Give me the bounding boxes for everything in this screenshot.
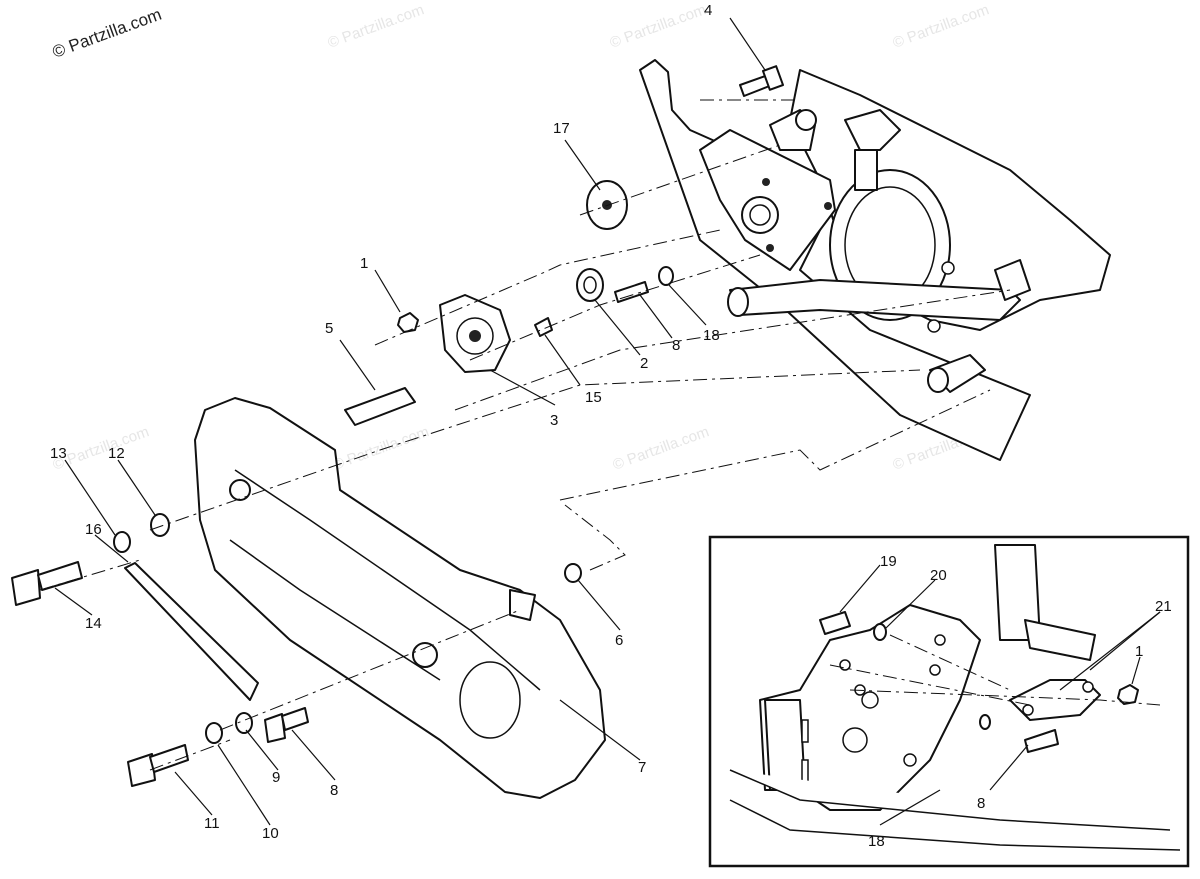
part-8-bolt — [614, 281, 649, 303]
watermark: © Partzilla.com — [891, 1, 992, 52]
corner-watermark: © Partzilla.com — [50, 5, 164, 62]
callout-1: 1 — [360, 255, 368, 272]
inset-detail: 19 20 21 1 8 18 — [708, 535, 1190, 868]
callout-8-upper: 8 — [672, 337, 680, 354]
part-5-pin — [344, 387, 416, 426]
part-10-washer — [205, 722, 223, 744]
part-6-clip — [564, 563, 582, 583]
watermark: © Partzilla.com — [326, 1, 427, 52]
engine-housing — [639, 59, 1111, 461]
part-18-washer — [658, 266, 674, 286]
inset-part-8-bolt — [1024, 729, 1059, 753]
part-14-bolt — [11, 569, 41, 606]
part-1-nut — [397, 312, 419, 333]
watermark: © Partzilla.com — [608, 1, 709, 52]
leader-lines — [39, 17, 1011, 826]
inset-callout-19: 19 — [880, 553, 897, 570]
callout-9: 9 — [272, 769, 280, 786]
hardware-parts — [11, 65, 784, 787]
watermark: © Partzilla.com — [331, 423, 432, 474]
part-12-washer — [150, 513, 170, 537]
inset-callout-1: 1 — [1135, 643, 1143, 660]
callout-2: 2 — [640, 355, 648, 372]
inset-part-20-washer — [873, 623, 887, 641]
callout-8-lower: 8 — [330, 782, 338, 799]
inset-callout-18: 18 — [868, 833, 885, 850]
callout-6: 6 — [615, 632, 623, 649]
callout-3: 3 — [550, 412, 558, 429]
callout-15: 15 — [585, 389, 602, 406]
callout-14: 14 — [85, 615, 102, 632]
watermark: © Partzilla.com — [611, 423, 712, 474]
part-16-strip — [124, 562, 259, 701]
part-8-bolt-lower — [264, 713, 286, 743]
inset-part-19-bolt — [819, 611, 851, 635]
inset-part-1-nut — [1117, 684, 1139, 705]
callout-4: 4 — [704, 2, 712, 19]
inset-callout-8: 8 — [977, 795, 985, 812]
part-15-fitting — [534, 317, 553, 337]
callout-10: 10 — [262, 825, 279, 842]
part-11-bolt — [127, 753, 156, 787]
callout-18: 18 — [703, 327, 720, 344]
inset-callout-21: 21 — [1155, 598, 1172, 615]
part-13-ring — [113, 531, 131, 553]
part-9-washer — [235, 712, 253, 734]
callout-13: 13 — [50, 445, 67, 462]
callout-labels: 17 4 1 5 3 15 2 8 18 6 7 12 13 16 14 8 9… — [50, 2, 720, 842]
callout-7: 7 — [638, 759, 646, 776]
callout-5: 5 — [325, 320, 333, 337]
callout-12: 12 — [108, 445, 125, 462]
inset-callout-20: 20 — [930, 567, 947, 584]
callout-16: 16 — [85, 521, 102, 538]
belt-guard-cover — [194, 397, 606, 799]
callout-17: 17 — [553, 120, 570, 137]
callout-11: 11 — [204, 815, 220, 832]
